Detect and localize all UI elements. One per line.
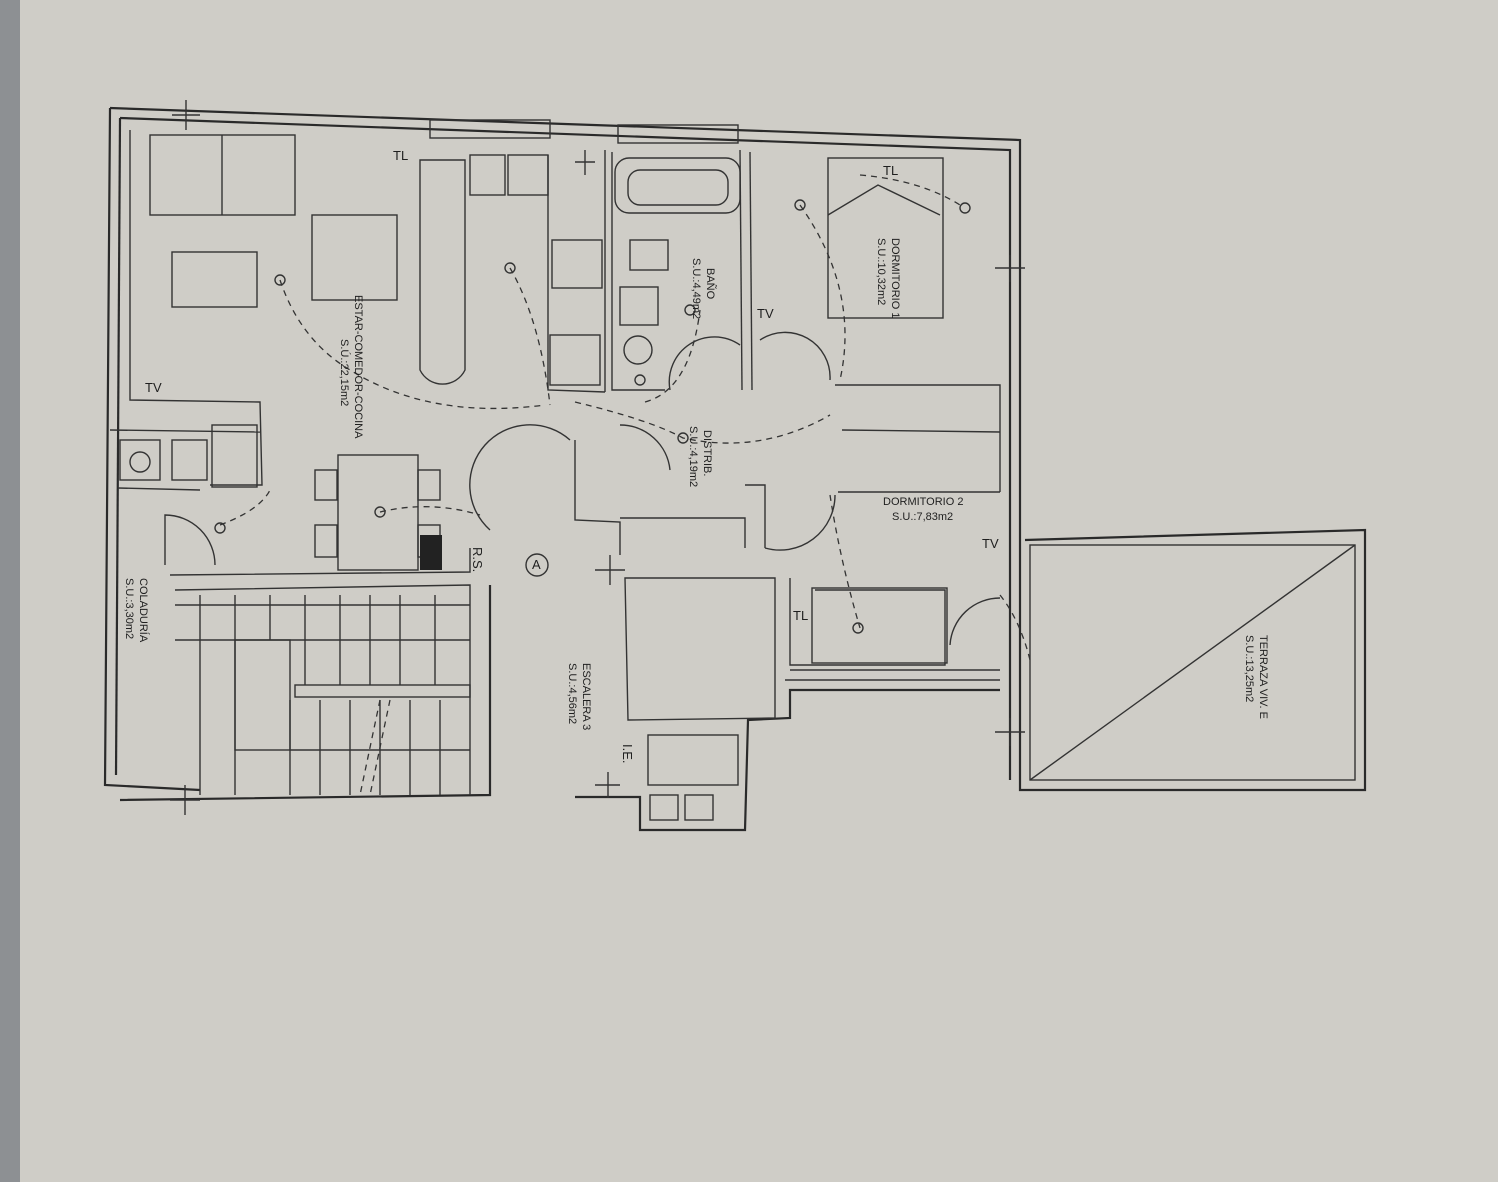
outer-walls	[103, 106, 1367, 832]
room-area-estar: S.Ú.:22,15m2	[338, 339, 351, 406]
doors	[164, 331, 1001, 646]
tl-symbol-dormitorio2: TL	[793, 608, 808, 623]
room-area-coladuria: S.U.:3,30m2	[123, 578, 135, 639]
room-label-distrib: DISTRIB.	[701, 430, 713, 476]
room-area-terraza: S.U.:13,25m2	[1243, 635, 1255, 702]
tv-symbol-dormitorio2: TV	[982, 536, 999, 551]
room-label-estar: ESTAR-COMEDOR-COCINA	[352, 295, 364, 439]
room-label-bano: BAÑO	[704, 268, 717, 300]
room-area-dormitorio2: S.U.:7,83m2	[892, 511, 953, 523]
room-label-escalera: ESCALERA 3	[580, 663, 592, 730]
terraza	[1029, 544, 1356, 781]
tv-symbol-estar: TV	[145, 380, 162, 395]
ie-symbol: I.E.	[620, 744, 635, 764]
junction-markers	[170, 100, 1025, 815]
tv-symbol-bano: TV	[757, 306, 774, 321]
room-label-coladuria: COLADURÍA	[137, 578, 150, 643]
room-area-escalera: S.U.:4,56m2	[566, 663, 578, 724]
light-points	[214, 199, 971, 634]
room-label-terraza: TERRAZA VIV. E	[1257, 635, 1269, 719]
room-label-dormitorio1: DORMITORIO 1	[889, 238, 901, 318]
room-label-dormitorio2: DORMITORIO 2	[883, 496, 963, 508]
tl-symbol-dormitorio1: TL	[883, 163, 898, 178]
furniture	[119, 119, 948, 821]
section-marker-label: A	[532, 557, 541, 572]
room-area-dormitorio1: S.U.:10,32m2	[875, 238, 887, 305]
interior-walls	[109, 130, 1001, 795]
escalera-stairs	[175, 595, 471, 796]
section-marker	[525, 553, 549, 577]
paper-sheet	[20, 0, 1498, 1182]
electrical-lines	[219, 174, 1031, 661]
rs-symbol: R.S.	[470, 547, 485, 572]
room-area-distrib: S.U.:4,19m2	[687, 426, 699, 487]
room-area-bano: S.U.:4,49m2	[690, 258, 702, 319]
tl-symbol-estar: TL	[393, 148, 408, 163]
